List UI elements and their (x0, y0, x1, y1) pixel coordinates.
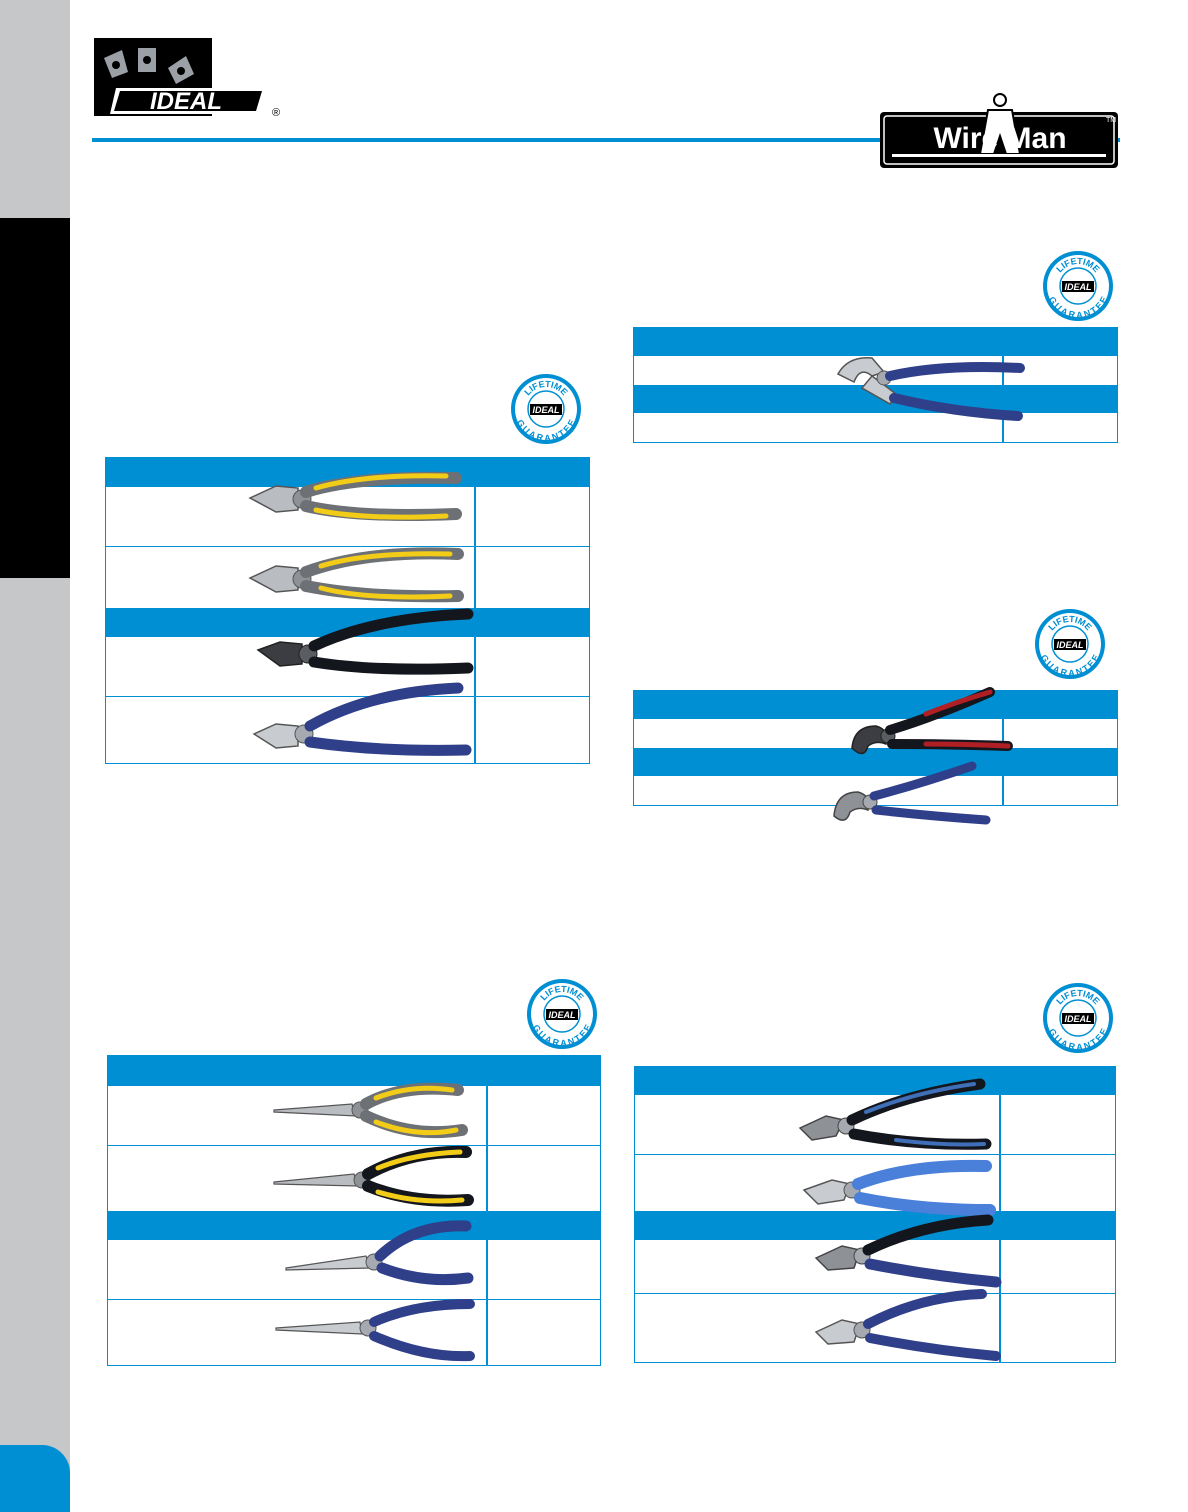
ideal-logo: IDEAL ® (94, 38, 280, 119)
lifetime-guarantee-seal: LIFETIME GUARANTEE IDEAL (527, 979, 597, 1049)
lifetime-guarantee-seal: LIFETIME GUARANTEE IDEAL (1035, 609, 1105, 679)
table-header-row (635, 1211, 1115, 1240)
table-header-row (634, 328, 1117, 356)
linemans-pliers-navy-image (252, 682, 472, 756)
wireman-trademark: TM (1106, 117, 1116, 124)
long-nose-pliers-navy-image (285, 1220, 474, 1286)
page-corner-tab (0, 1445, 70, 1512)
seal-brand-text: IDEAL (1065, 1014, 1092, 1024)
table-header-row (634, 691, 1117, 719)
table-header-row (634, 748, 1117, 776)
cable-cutter-red-image (851, 687, 1013, 755)
seal-brand-text: IDEAL (1057, 640, 1084, 650)
table-row (108, 1145, 600, 1146)
table-header-row (635, 1067, 1115, 1095)
long-nose-pliers-yellow-gray-image (273, 1082, 468, 1139)
lifetime-guarantee-seal: LIFETIME GUARANTEE IDEAL (511, 374, 581, 444)
side-section-tab (0, 218, 70, 578)
tongue-groove-pliers-table (633, 327, 1118, 443)
wireman-logo-text: Wire Man (933, 122, 1066, 155)
ideal-logo-text: IDEAL (150, 88, 222, 115)
column-divider (486, 1056, 488, 1365)
wireman-logo: Wire Man TM (880, 93, 1118, 168)
table-header-row (108, 1211, 600, 1240)
table-header-row (108, 1056, 600, 1086)
table-row (635, 1154, 1115, 1155)
header-rule (92, 138, 882, 142)
lifetime-guarantee-seal: LIFETIME GUARANTEE IDEAL (1043, 983, 1113, 1053)
table-row (108, 1299, 600, 1300)
seal-brand-text: IDEAL (533, 405, 560, 415)
diagonal-cutter-light-blue-image (802, 1159, 996, 1216)
seal-brand-text: IDEAL (549, 1010, 576, 1020)
table-row (635, 1293, 1115, 1294)
table-row (106, 546, 589, 547)
long-nose-pliers-navy-image (275, 1299, 475, 1362)
column-divider (999, 1067, 1001, 1362)
tongue-groove-pliers-image (836, 357, 1025, 421)
cable-cutters-table (633, 690, 1118, 806)
diagonal-cutter-navy-image (814, 1289, 1001, 1361)
long-nose-pliers-yellow-black-image (273, 1145, 474, 1207)
table-row (106, 696, 589, 697)
cable-cutter-navy-image (833, 761, 991, 825)
linemans-pliers-yellow-gray-image (248, 471, 462, 521)
linemans-pliers-yellow-gray-image (248, 547, 464, 603)
lifetime-guarantee-seal: LIFETIME GUARANTEE IDEAL (1043, 251, 1113, 321)
linemans-pliers-black-image (256, 608, 474, 675)
seal-brand-text: IDEAL (1065, 282, 1092, 292)
column-divider (474, 458, 476, 763)
diagonal-cutter-black-navy-image (814, 1214, 1002, 1288)
column-divider (1002, 328, 1004, 442)
registered-mark: ® (272, 107, 280, 119)
diagonal-cutter-blue-black-image (798, 1078, 992, 1150)
